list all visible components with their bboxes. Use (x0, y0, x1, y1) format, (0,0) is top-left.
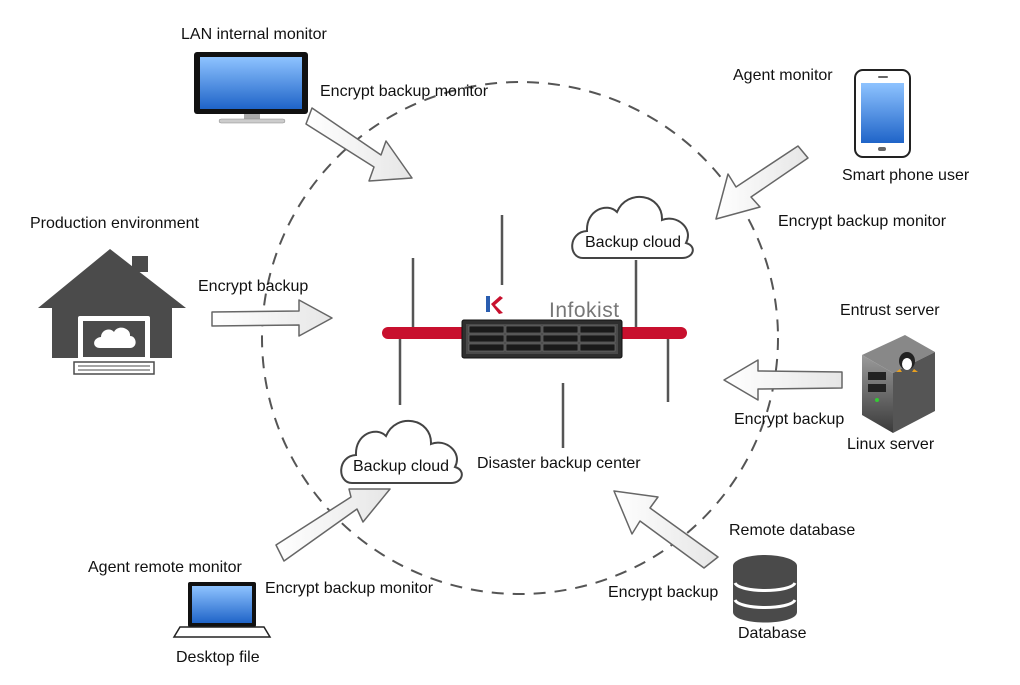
encrypt-backup-monitor-top-label: Encrypt backup monitor (320, 83, 489, 100)
remote-database-label: Remote database (729, 522, 856, 539)
smartphone-icon (854, 69, 911, 158)
arrow-database (613, 490, 719, 569)
flow-arrows (211, 107, 843, 569)
encrypt-backup-monitor-bottom-label: Encrypt backup monitor (265, 580, 434, 597)
agent-remote-monitor-label: Agent remote monitor (88, 559, 242, 576)
database-icon (733, 555, 797, 623)
desktop-file-label: Desktop file (176, 649, 260, 666)
lan-monitor-label: LAN internal monitor (181, 26, 327, 43)
disaster-backup-center-label: Disaster backup center (477, 455, 641, 472)
backup-ring (261, 81, 779, 595)
backup-cloud-top-label: Backup cloud (585, 234, 682, 251)
smart-phone-user-label: Smart phone user (842, 167, 970, 184)
encrypt-backup-left-label: Encrypt backup (198, 278, 309, 295)
encrypt-backup-right-label: Encrypt backup (734, 411, 845, 428)
lan-monitor-icon (194, 52, 308, 124)
connector-lines (398, 215, 670, 448)
backup-cloud-bottom (340, 419, 463, 484)
brand-name: Infokist (549, 299, 620, 322)
entrust-server-label: Entrust server (840, 302, 940, 319)
encrypt-backup-bottom-label: Encrypt backup (608, 584, 719, 601)
arrow-server (723, 359, 843, 401)
tux-icon (896, 352, 918, 372)
production-house-icon (38, 249, 186, 375)
arrow-production (211, 299, 333, 337)
backup-cloud-top (571, 195, 694, 259)
arrow-laptop (275, 488, 391, 562)
arrow-lan (305, 107, 413, 182)
production-environment-label: Production environment (30, 215, 199, 232)
laptop-icon (172, 582, 272, 638)
infokist-server (461, 319, 623, 359)
arrow-phone (715, 145, 809, 220)
linux-server-label: Linux server (847, 436, 935, 453)
database-label: Database (738, 625, 807, 642)
agent-monitor-label: Agent monitor (733, 67, 833, 84)
encrypt-backup-monitor-right-label: Encrypt backup monitor (778, 213, 947, 230)
backup-cloud-bottom-label: Backup cloud (353, 458, 450, 475)
linux-server-icon (862, 335, 935, 433)
infokist-logo (486, 296, 503, 314)
